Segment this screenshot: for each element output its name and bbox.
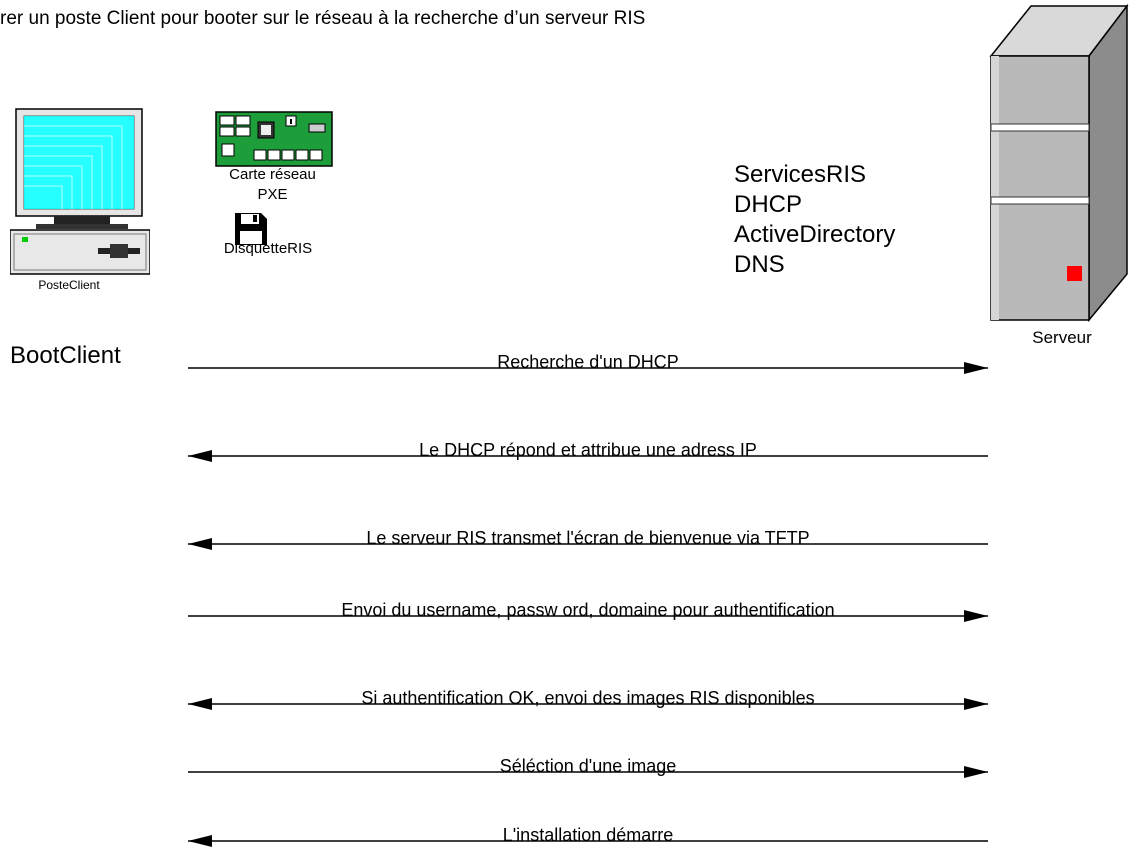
boot-client-label: BootClient [10,342,121,369]
arrow-head [964,698,988,710]
arrow-head [188,538,212,550]
message-label: Le serveur RIS transmet l'écran de bienv… [366,528,810,548]
service-item: DNS [734,251,785,278]
computer-icon [10,108,150,275]
floppy-label: DisquetteRIS [223,240,313,257]
pxe-card-label: Carte réseau PXE [205,165,340,205]
arrow-head [188,835,212,847]
arrow-line [188,766,988,778]
floppy-disk-icon [235,213,267,245]
message-label: Envoi du username, passw ord, domaine po… [341,600,835,620]
server-icon [989,4,1129,323]
message-label: Si authentification OK, envoi des images… [361,688,815,708]
message-arrow: Le DHCP répond et attribue une adress IP [188,440,988,466]
server-label: Serveur [1032,328,1092,347]
arrow-head [188,698,212,710]
client-label: PosteClient [38,278,100,292]
message-arrow: L'installation démarre [188,825,988,851]
pxe-card-label-line2: PXE [257,186,288,203]
message-label: Recherche d'un DHCP [497,352,679,372]
arrow-head [188,450,212,462]
arrow-line [188,835,988,847]
arrow-line [188,362,988,374]
arrow-head [964,362,988,374]
message-arrow: Séléction d'une image [188,756,988,782]
arrow-head [964,610,988,622]
message-arrow: Si authentification OK, envoi des images… [188,688,988,714]
arrow-head [964,766,988,778]
page-title: rer un poste Client pour booter sur le r… [0,8,646,29]
arrow-line [188,610,988,622]
message-arrow: Envoi du username, passw ord, domaine po… [188,600,988,626]
service-item: DHCP [734,191,803,218]
message-arrow: Le serveur RIS transmet l'écran de bienv… [188,528,988,554]
arrow-line [188,538,988,550]
message-label: L'installation démarre [502,825,674,845]
message-label: Le DHCP répond et attribue une adress IP [419,440,757,460]
service-item: ActiveDirectory [734,221,896,248]
arrow-line [188,698,988,710]
network-card-icon [215,111,333,167]
message-label: Séléction d'une image [499,756,677,776]
pxe-card-label-line1: Carte réseau [229,166,316,183]
message-arrow: Recherche d'un DHCP [188,352,988,378]
service-item: ServicesRIS [734,161,867,188]
services-list: ServicesRIS DHCP ActiveDirectory DNS [734,160,895,280]
arrow-line [188,450,988,462]
